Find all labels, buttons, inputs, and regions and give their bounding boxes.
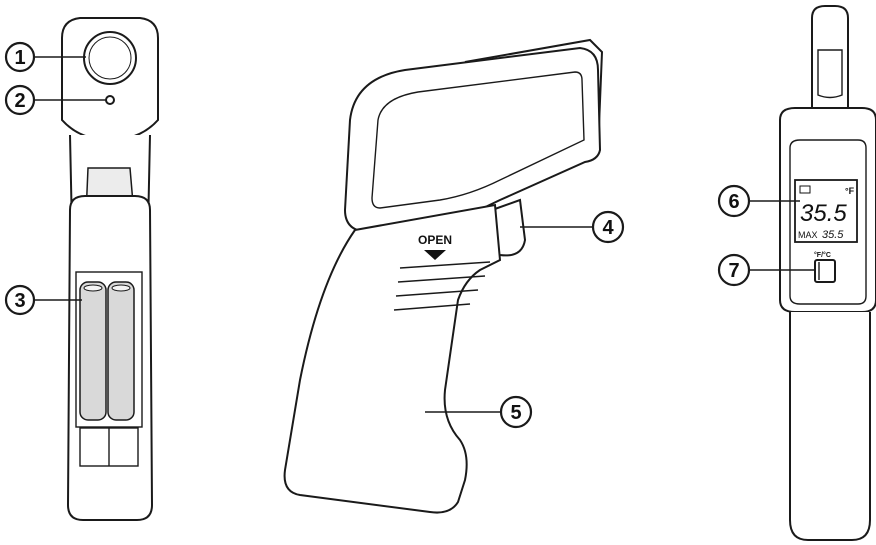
rear-view: °F 35.5 MAX 35.5 °F/°C [779, 5, 876, 541]
callouts: 1 2 3 4 5 6 7 [4, 41, 815, 429]
grip-ridge-1 [399, 261, 491, 269]
rear-top-recess [817, 49, 843, 99]
lcd-max-label: MAX [798, 230, 818, 240]
lens-ring [88, 36, 132, 80]
grip-ridge-4 [393, 303, 471, 311]
callout-7-circle [717, 253, 751, 287]
grip-ridge-2 [397, 275, 486, 283]
callout-7-number: 7 [728, 260, 739, 282]
lens [83, 31, 137, 85]
open-label: OPEN [418, 233, 452, 247]
grip-ridge-3 [395, 289, 479, 297]
lcd-unit: °F [845, 186, 855, 196]
grip [283, 203, 502, 514]
callout-2-number: 2 [14, 90, 25, 112]
callout-4-number: 4 [602, 217, 614, 239]
callout-6-number: 6 [728, 191, 739, 213]
rear-panel [789, 139, 867, 305]
open-arrow-icon [424, 250, 446, 260]
unit-button-label: °F/°C [814, 251, 831, 259]
head-housing [343, 46, 602, 234]
callout-4-circle [591, 210, 625, 244]
callout-1-circle [4, 41, 36, 73]
battery-left [79, 281, 107, 421]
callout-5-circle [499, 395, 533, 429]
side-view: OPEN [283, 38, 604, 514]
battery-left-cap [83, 284, 103, 292]
rear-top [811, 5, 849, 113]
callout-6-circle [717, 184, 751, 218]
lcd-max-reading: 35.5 [822, 229, 844, 241]
lcd-screen [794, 179, 858, 243]
front-view [61, 17, 159, 521]
battery-icon [799, 185, 811, 194]
battery-right [107, 281, 135, 421]
rear-handle [789, 312, 871, 541]
head-panel [371, 71, 585, 209]
callout-2-circle [4, 84, 36, 116]
battery-right-cap [111, 284, 131, 292]
callout-5-number: 5 [510, 402, 521, 424]
unit-toggle-button [814, 259, 836, 283]
lcd-reading: 35.5 [800, 200, 847, 227]
callout-3-circle [4, 284, 36, 316]
callout-3-number: 3 [14, 290, 25, 312]
callout-1-number: 1 [14, 47, 25, 69]
battery-compartment [75, 271, 143, 428]
laser-aperture [105, 95, 115, 105]
